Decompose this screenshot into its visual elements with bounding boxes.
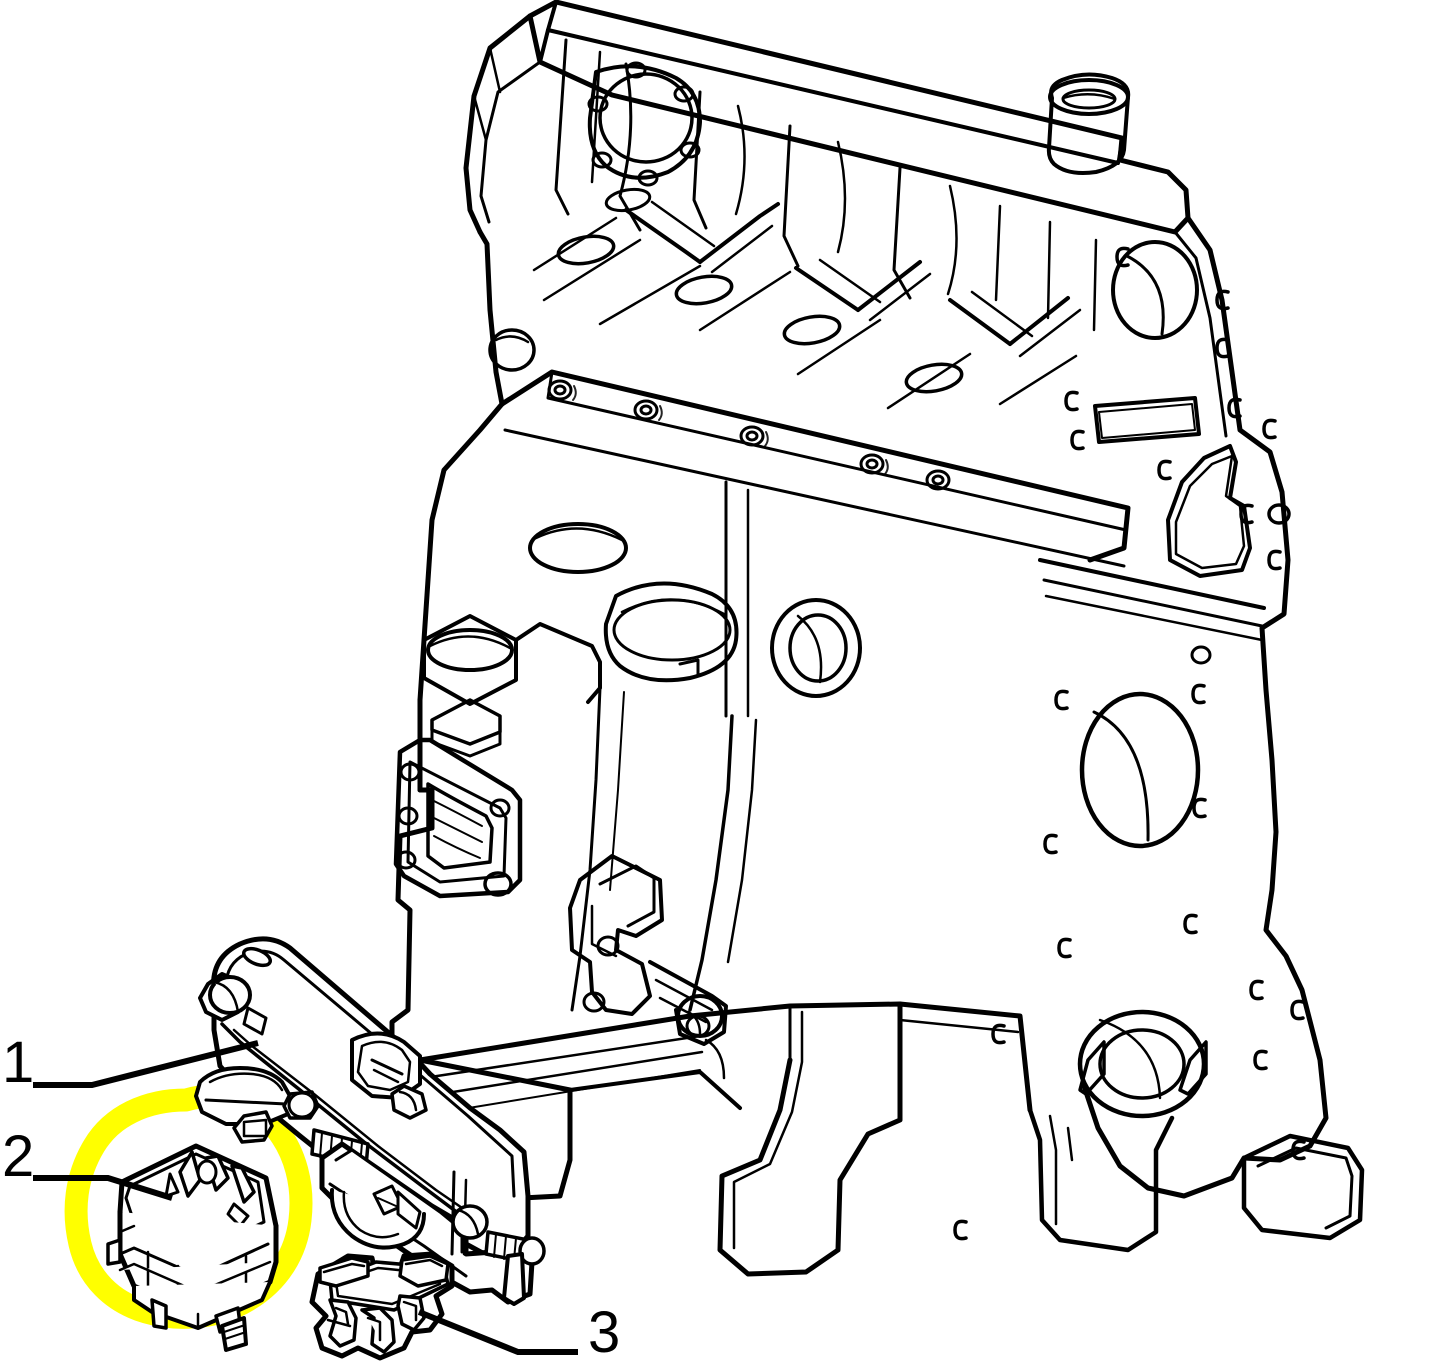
leader-line-3	[417, 1309, 578, 1355]
callout-number-3: 3	[588, 1300, 621, 1365]
leader-line-1	[33, 1040, 259, 1088]
callout-number-1: 1	[2, 1030, 35, 1095]
leader-line-2	[33, 1175, 173, 1201]
callout-number-2: 2	[2, 1124, 35, 1189]
